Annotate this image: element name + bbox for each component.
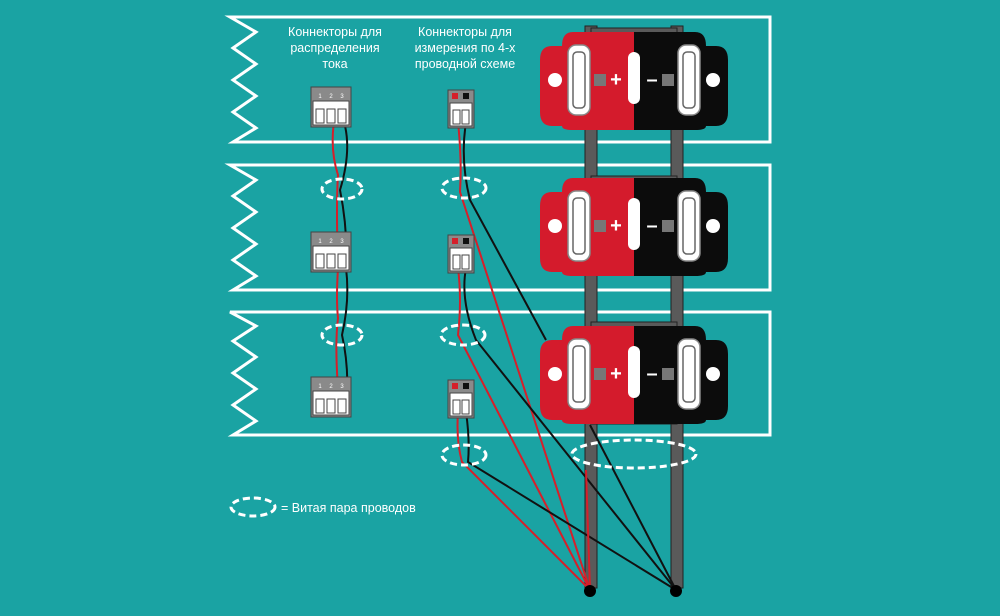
- pin-1-label: 1: [318, 384, 322, 390]
- row-panel-3: [227, 310, 772, 437]
- wire-right-black: [589, 424, 677, 591]
- wire-sense-black-3: [465, 411, 677, 591]
- legend: = Витая пара проводов: [229, 496, 416, 518]
- battery-plus-sign: +: [610, 69, 622, 91]
- row-panel-1: [224, 15, 772, 144]
- connector-four-wire-3: [447, 379, 475, 419]
- connector-four-wire-2: [447, 234, 475, 274]
- header-four-wire-line-1: Коннекторы для: [418, 25, 512, 39]
- wire-sense-red-2: [456, 267, 591, 591]
- dashed-ellipse-icon: [570, 438, 698, 470]
- header-current-distribution: Коннекторы для распределения тока: [288, 25, 382, 71]
- battery-minus-sign: –: [646, 69, 657, 91]
- wire-right-red: [585, 469, 591, 591]
- filled-dot-icon: [584, 585, 596, 597]
- wire-sense-red-3: [456, 411, 591, 591]
- battery-body: [540, 32, 728, 130]
- header-current-line-1: Коннекторы для: [288, 25, 382, 39]
- connector-current-1: 1 2 3: [310, 86, 352, 128]
- pin-3-label: 3: [340, 239, 344, 245]
- wire-sense-red-1: [457, 121, 591, 591]
- battery-minus-sign: –: [646, 363, 657, 385]
- pin-2-label: 2: [329, 94, 333, 100]
- wire-sense-black-2: [463, 267, 677, 591]
- dashed-ellipse-icon: [320, 323, 364, 347]
- battery-1: + –: [540, 32, 728, 130]
- pin-3-label: 3: [340, 94, 344, 100]
- battery-body: [540, 326, 728, 424]
- connectors-four-wire: [447, 89, 475, 419]
- battery-minus-sign: –: [646, 215, 657, 237]
- row-panels: [224, 15, 772, 437]
- header-four-wire: Коннекторы для измерения по 4-х проводно…: [415, 25, 517, 71]
- legend-text: = Витая пара проводов: [281, 501, 416, 515]
- battery-body: [540, 178, 728, 276]
- connector-current-2: 1 2 3: [310, 231, 352, 273]
- row-panel-2: [224, 163, 772, 292]
- pin-1-label: 1: [318, 94, 322, 100]
- battery-plus-sign: +: [610, 363, 622, 385]
- wire-sense-black-1: [462, 121, 547, 341]
- dashed-ellipse-icon: [229, 496, 277, 518]
- pin-3-label: 3: [340, 384, 344, 390]
- dashed-ellipse-icon: [440, 443, 488, 467]
- battery-plus-sign: +: [610, 215, 622, 237]
- dashed-ellipse-icon: [440, 176, 488, 200]
- dashed-ellipse-icon: [320, 177, 364, 201]
- pin-2-label: 2: [329, 384, 333, 390]
- connector-four-wire-1: [447, 89, 475, 129]
- battery-2: + –: [540, 178, 728, 276]
- dashed-ellipse-icon: [439, 323, 487, 347]
- twisted-pair-markers: [320, 176, 698, 470]
- header-four-wire-line-3: проводной схеме: [415, 57, 515, 71]
- header-current-line-3: тока: [322, 57, 347, 71]
- connectors-current: 1 2 3 1 2 3 1 2 3: [310, 86, 352, 418]
- connector-current-3: 1 2 3: [310, 376, 352, 418]
- header-four-wire-line-2: измерения по 4-х: [415, 41, 517, 55]
- battery-3: + –: [540, 326, 728, 424]
- pin-1-label: 1: [318, 239, 322, 245]
- pin-2-label: 2: [329, 239, 333, 245]
- filled-dot-icon: [670, 585, 682, 597]
- header-current-line-2: распределения: [290, 41, 379, 55]
- ground-nodes: [584, 585, 682, 597]
